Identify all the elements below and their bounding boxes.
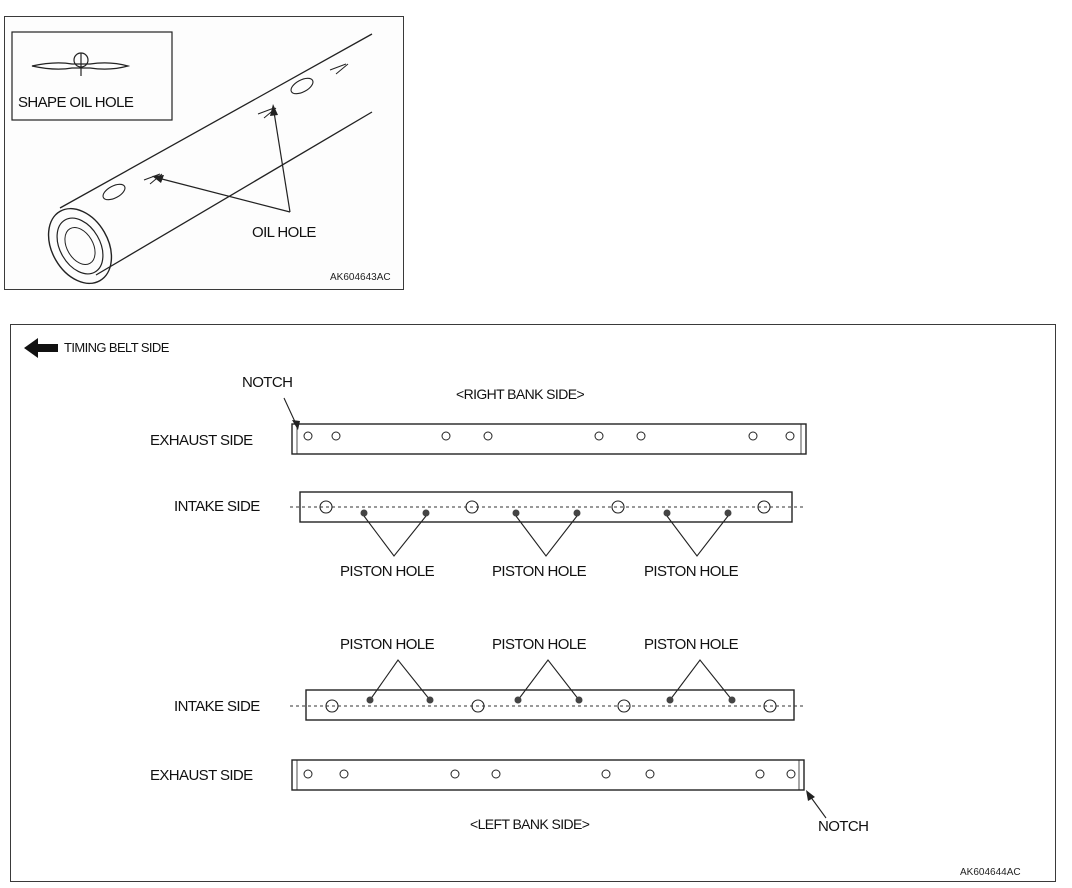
right-exhaust-rail (291, 423, 807, 455)
right-piston-leaders (363, 515, 729, 557)
timing-belt-arrow-icon (24, 338, 58, 358)
right-piston-hole-label-1: PISTON HOLE (340, 563, 435, 580)
notch-label-left: NOTCH (818, 818, 869, 835)
oil-hole-label: OIL HOLE (252, 224, 316, 241)
notch-label-right: NOTCH (242, 374, 293, 391)
left-piston-leaders (369, 659, 733, 701)
right-exhaust-label: EXHAUST SIDE (150, 432, 253, 449)
left-intake-rail (290, 689, 806, 721)
left-exhaust-label: EXHAUST SIDE (150, 767, 253, 784)
left-exhaust-rail (291, 759, 805, 791)
oil-hole-figure-panel (4, 16, 404, 290)
right-piston-hole-label-2: PISTON HOLE (492, 563, 587, 580)
timing-belt-side-label: TIMING BELT SIDE (64, 340, 169, 355)
right-intake-label: INTAKE SIDE (174, 498, 260, 515)
right-bank-title: <RIGHT BANK SIDE> (456, 386, 585, 402)
left-bank-title: <LEFT BANK SIDE> (470, 816, 590, 832)
left-piston-hole-label-1: PISTON HOLE (340, 636, 435, 653)
left-intake-label: INTAKE SIDE (174, 698, 260, 715)
left-piston-hole-label-3: PISTON HOLE (644, 636, 739, 653)
top-figure-code: AK604643AC (330, 272, 391, 283)
left-piston-hole-label-2: PISTON HOLE (492, 636, 587, 653)
shape-oil-hole-label: SHAPE OIL HOLE (18, 94, 134, 111)
right-piston-hole-label-3: PISTON HOLE (644, 563, 739, 580)
oil-hole-leader-arrows (152, 104, 291, 213)
camshaft-tube-icon (47, 33, 373, 285)
shape-inset-box (11, 31, 173, 121)
bottom-figure-code: AK604644AC (960, 867, 1021, 878)
shape-oil-hole-symbol-icon (31, 52, 131, 76)
camshaft-holes-figure-panel (10, 324, 1056, 882)
right-intake-rail (290, 491, 806, 523)
